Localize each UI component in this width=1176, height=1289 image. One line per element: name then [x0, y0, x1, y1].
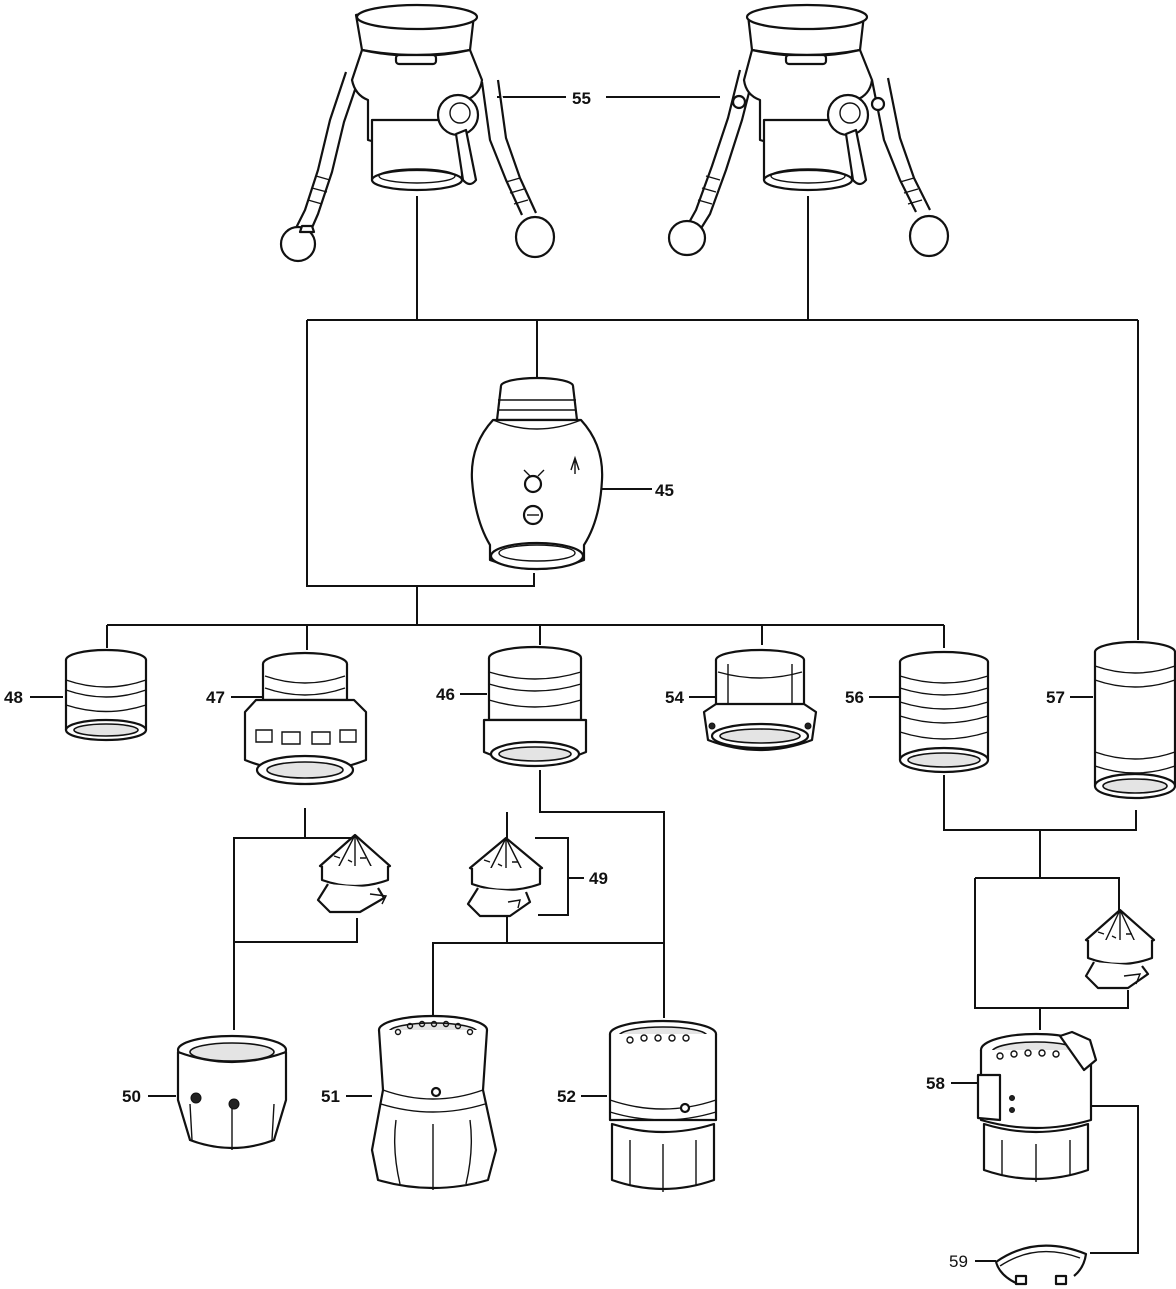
label-56: 56: [845, 688, 864, 707]
part-46-adapter: [482, 645, 588, 768]
part-48-adapter: [64, 648, 148, 742]
nozzle-55-left: [279, 3, 556, 263]
label-58: 58: [926, 1074, 945, 1093]
label-59: 59: [949, 1252, 968, 1271]
nozzle-55-right: [667, 3, 950, 258]
label-51: 51: [321, 1087, 340, 1106]
cone-screen-58: [1084, 908, 1156, 990]
part-54-adapter: [702, 648, 818, 752]
label-46: 46: [436, 685, 455, 704]
cone-screen-47: [316, 833, 392, 914]
label-54: 54: [665, 688, 684, 707]
label-52: 52: [557, 1087, 576, 1106]
label-55: 55: [572, 89, 591, 108]
label-49: 49: [589, 869, 608, 888]
part-51-nozzle-tip: [370, 1014, 498, 1190]
label-47: 47: [206, 688, 225, 707]
part-58-nozzle-tip: [976, 1030, 1098, 1182]
label-57: 57: [1046, 688, 1065, 707]
label-48: 48: [4, 688, 23, 707]
part-45-adapter: [470, 376, 604, 571]
part-56-adapter: [898, 650, 990, 774]
part-57-adapter: [1093, 640, 1176, 800]
cone-screen-46: [466, 836, 544, 918]
part-50-nut: [176, 1034, 288, 1150]
part-47-adapter: [243, 651, 368, 786]
label-50: 50: [122, 1087, 141, 1106]
part-labels: 55 45 48 47 46 54 56 57 49 50 51 52 58 5…: [4, 89, 1065, 1271]
label-45: 45: [655, 481, 674, 500]
part-52-nozzle-tip: [608, 1019, 718, 1192]
part-59-clip-ring: [994, 1244, 1088, 1286]
